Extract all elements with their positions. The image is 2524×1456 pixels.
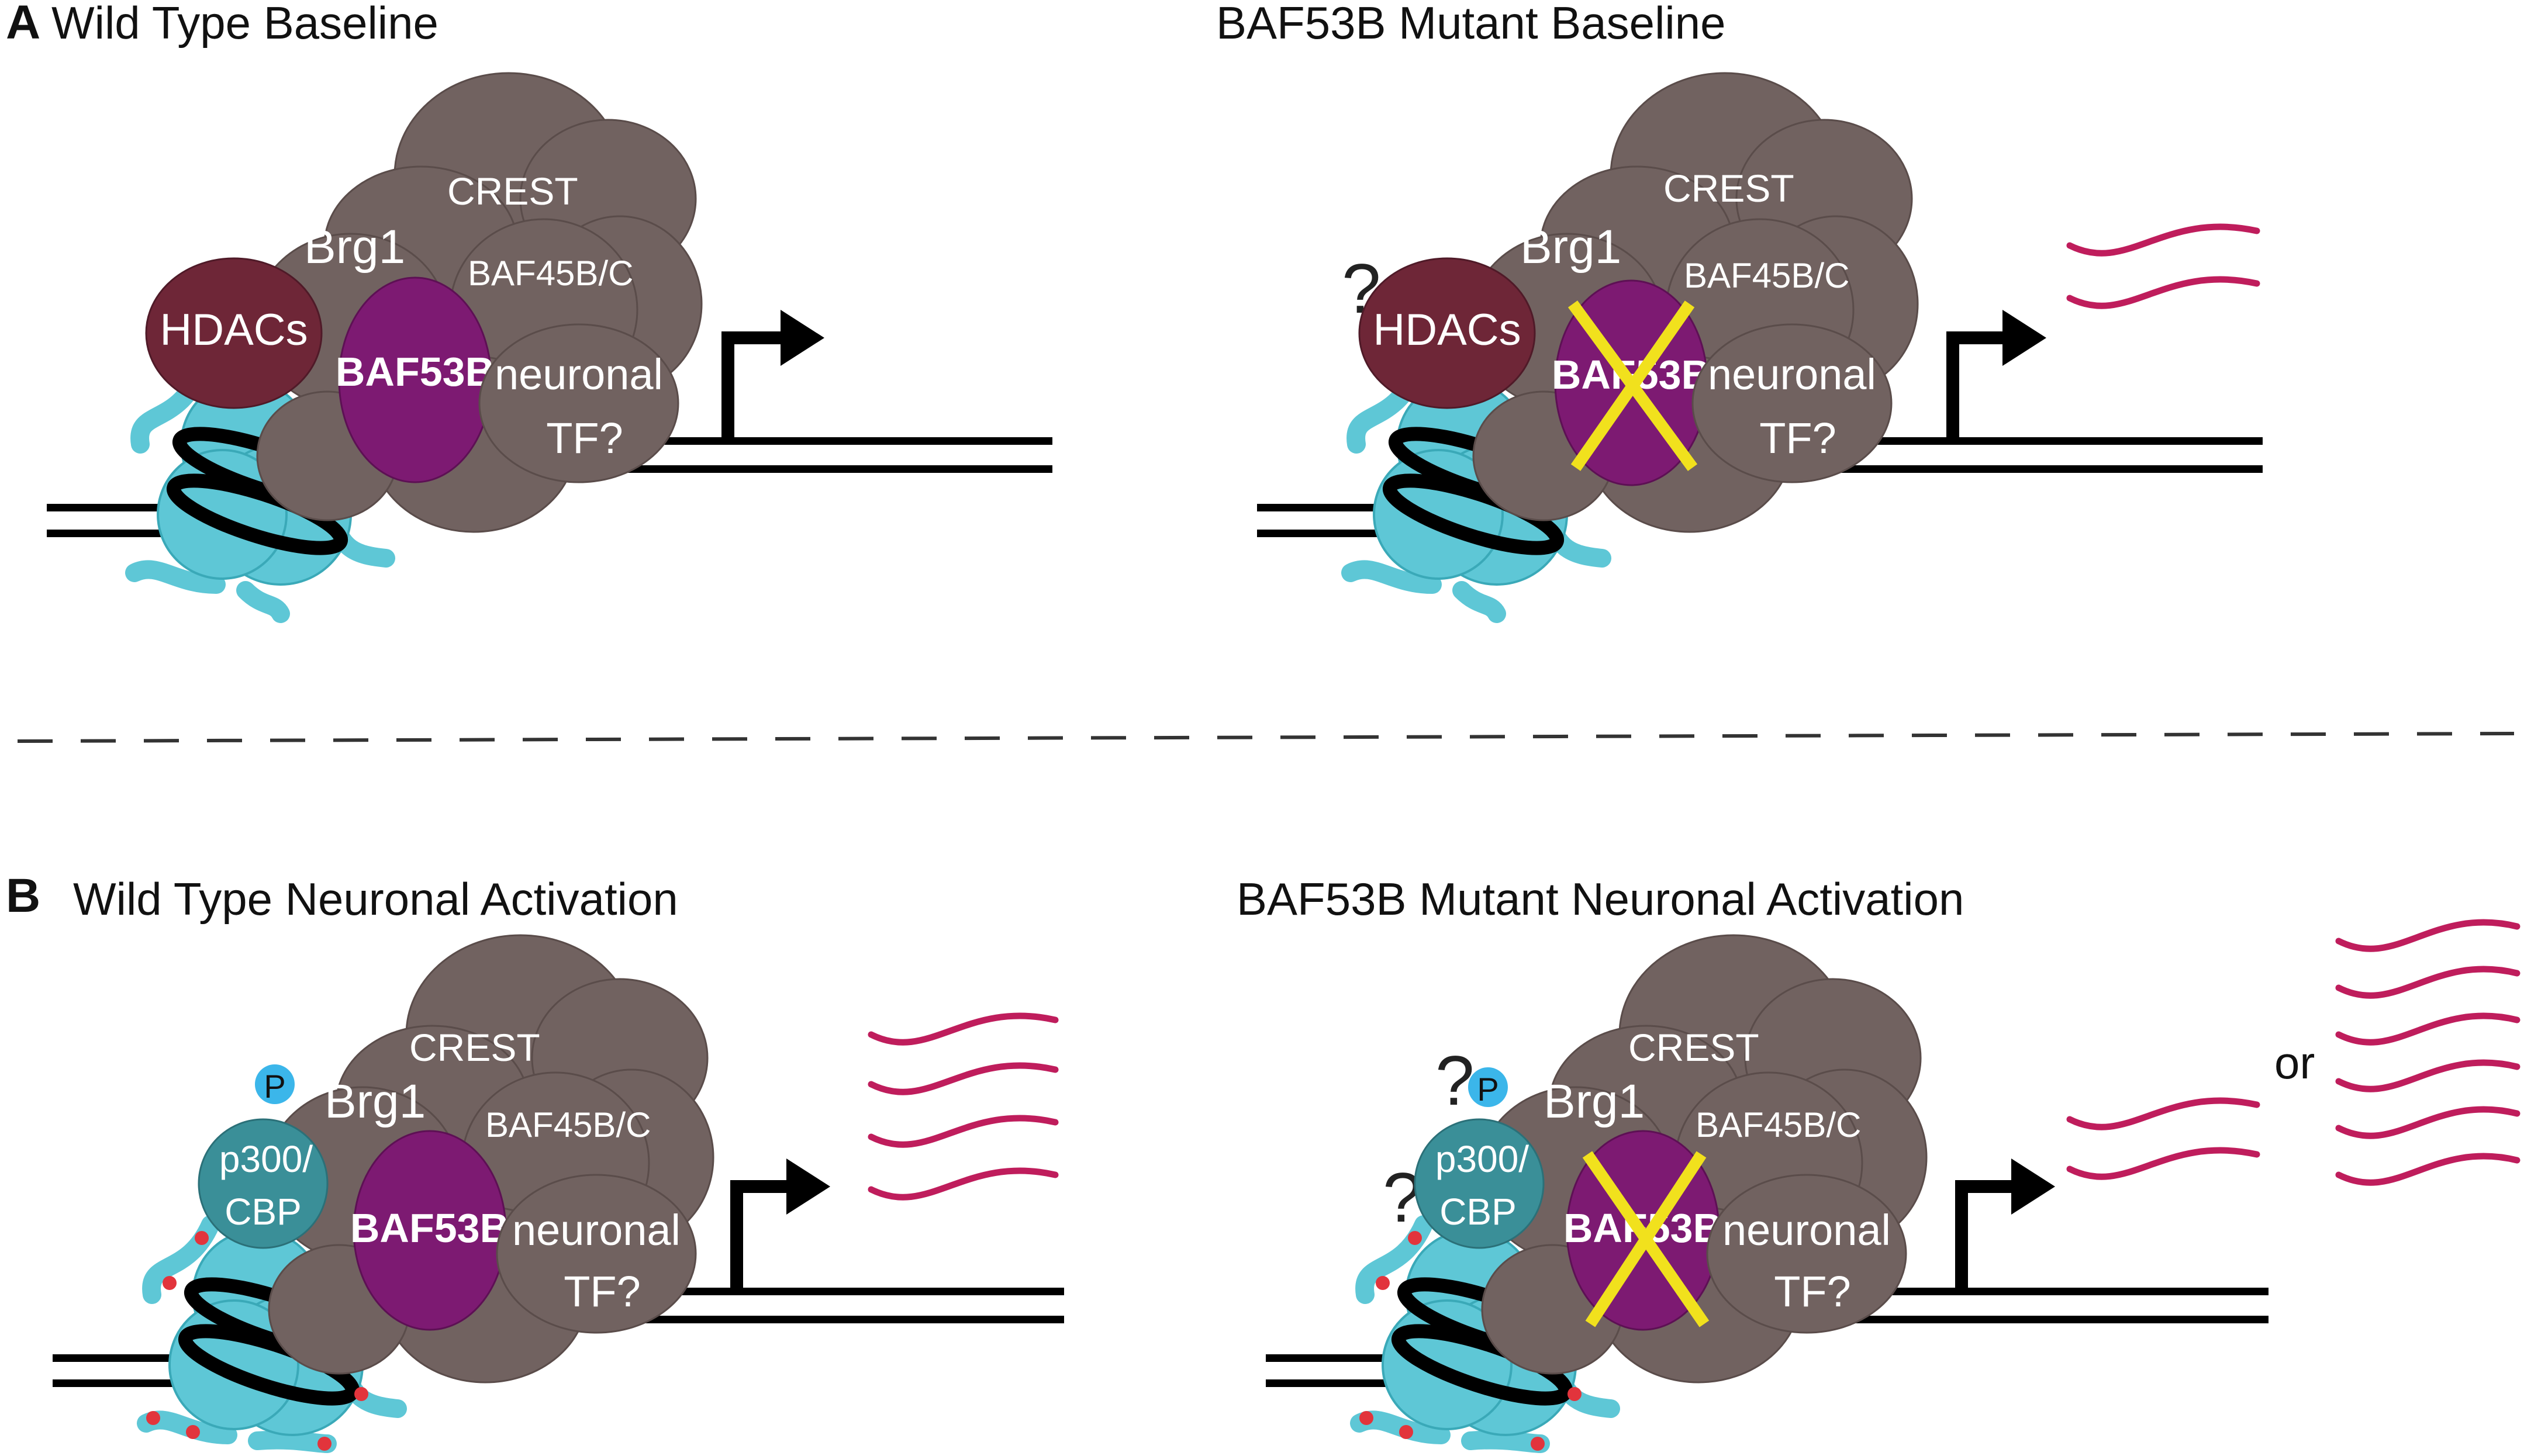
acetyl-marks [1359, 1231, 1582, 1451]
label-baf45bc: BAF45B/C [1696, 1105, 1861, 1144]
mrna-wave-icon [868, 1012, 1059, 1201]
label-brg1: Brg1 [324, 1075, 426, 1128]
transcription-arrow-icon [730, 1158, 830, 1292]
nucleosome-icon [125, 365, 395, 623]
baf53b-subunit-mutant: BAF53B [1563, 1130, 1722, 1331]
panel-b-wild-type-activation: B Wild Type Neuronal Activation [6, 869, 1064, 1453]
label-brg1: Brg1 [1520, 220, 1621, 274]
label-baf45bc: BAF45B/C [468, 254, 633, 293]
label-cbp: CBP [1439, 1191, 1517, 1233]
neuronal-tf: neuronal TF? [496, 1174, 697, 1334]
dna-strands [47, 437, 1052, 537]
label-baf53b: BAF53B [336, 349, 495, 395]
label-tf-line2: TF? [1774, 1267, 1851, 1316]
label-baf45bc: BAF45B/C [485, 1105, 651, 1144]
label-tf-line1: neuronal [1722, 1206, 1891, 1254]
label-crest: CREST [1663, 167, 1794, 210]
label-hdacs: HDACs [160, 305, 308, 355]
mutation-cross-icon [1582, 1151, 1710, 1327]
panel-a-mutant-baseline: BAF53B Mutant Baseline [1216, 0, 2263, 623]
label-cbp: CBP [225, 1191, 302, 1233]
label-tf-line1: neuronal [495, 350, 663, 399]
phosphate-icon: P [1468, 1067, 1508, 1108]
baf53b-subunit-mutant: BAF53B [1552, 279, 1711, 486]
nucleosome-icon [1350, 1215, 1620, 1453]
label-phospho: P [264, 1068, 285, 1105]
transcription-arrow-icon [721, 310, 824, 441]
p300-cbp-enzyme: p300/ CBP [1414, 1118, 1545, 1249]
panel-divider [17, 732, 2515, 743]
label-p300: p300/ [219, 1138, 313, 1180]
label-baf45bc: BAF45B/C [1684, 256, 1849, 295]
label-brg1: Brg1 [1544, 1075, 1645, 1128]
label-phospho: P [1477, 1071, 1498, 1108]
label-tf-line2: TF? [564, 1267, 641, 1316]
label-tf-line1: neuronal [1708, 350, 1876, 399]
neuronal-tf: neuronal TF? [1706, 1174, 1907, 1334]
neuronal-tf: neuronal TF? [1691, 323, 1893, 483]
baf53b-subunit: BAF53B [350, 1130, 509, 1331]
dna-strands [1266, 1288, 2269, 1387]
transcription-arrow-icon [1946, 310, 2046, 441]
neuronal-tf: neuronal TF? [478, 323, 679, 483]
mutation-cross-icon [1567, 300, 1698, 471]
label-or: or [2274, 1037, 2315, 1088]
transcription-arrow-icon [1955, 1158, 2055, 1292]
panel-b-title: Wild Type Neuronal Activation [73, 873, 678, 925]
label-tf-line2: TF? [546, 414, 623, 462]
panel-letter-b: B [6, 869, 40, 922]
label-crest: CREST [409, 1026, 540, 1069]
hdacs-enzyme: HDACs [145, 257, 323, 409]
question-mark-phospho: ? [1435, 1042, 1475, 1120]
label-brg1: Brg1 [304, 220, 405, 274]
p300-cbp-enzyme: p300/ CBP [198, 1118, 329, 1249]
mrna-wave-icon-reduced [2066, 1097, 2260, 1180]
label-tf-line1: neuronal [512, 1206, 681, 1254]
label-crest: CREST [447, 170, 578, 213]
label-p300: p300/ [1435, 1138, 1529, 1180]
mrna-wave-icon [2066, 223, 2260, 309]
label-baf53b: BAF53B [350, 1205, 509, 1251]
panel-b-mutant-activation: BAF53B Mutant Neuronal Activation [1237, 873, 2520, 1453]
panel-b-mutant-title: BAF53B Mutant Neuronal Activation [1237, 873, 1964, 925]
panel-a-title: Wild Type Baseline [51, 0, 438, 49]
phosphate-icon: P [255, 1064, 295, 1105]
acetyl-marks [146, 1231, 368, 1451]
panel-a-mutant-title: BAF53B Mutant Baseline [1216, 0, 1725, 49]
label-crest: CREST [1628, 1026, 1759, 1069]
label-tf-line2: TF? [1759, 414, 1836, 462]
baf53b-subunit: BAF53B [336, 276, 495, 483]
mrna-wave-icon-increased [2335, 919, 2520, 1186]
hdacs-enzyme: HDACs [1358, 257, 1536, 409]
panel-letter-a: A [6, 0, 40, 49]
label-hdacs: HDACs [1373, 305, 1521, 355]
panel-a-wild-type-baseline: A Wild Type Baseline [6, 0, 1052, 623]
